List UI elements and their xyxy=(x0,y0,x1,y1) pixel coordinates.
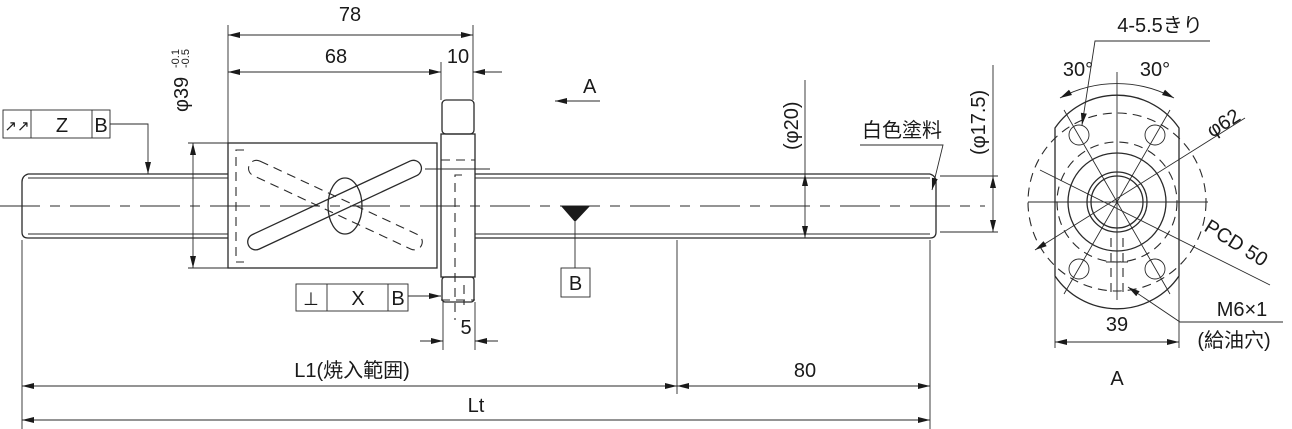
view-label: A xyxy=(1110,368,1124,390)
dim-nut-diameter: φ39 xyxy=(171,77,193,112)
screw-shaft xyxy=(21,173,937,239)
side-view: 78 68 10 φ39 -0.1 -0.5 A ↗↗ Z B xyxy=(0,4,998,429)
dim-shaft-diameter: (φ20) xyxy=(781,101,803,150)
angle-right: 30° xyxy=(1140,59,1170,81)
end-view: 30° 30° 4-5.5きり φ62 PCD 50 M6×1 (給油穴) 39… xyxy=(1027,15,1283,390)
datum-label: B xyxy=(569,273,582,295)
dim-end-diameter: (φ17.5) xyxy=(968,90,990,155)
mounting-holes xyxy=(1068,124,1166,280)
flange-width: 39 xyxy=(1106,314,1128,336)
datum-triangle-icon xyxy=(561,206,590,222)
runout-value: Z xyxy=(56,115,68,137)
perpendicularity-frame: ⊥ X B xyxy=(295,283,441,312)
paint-note: 白色塗料 xyxy=(862,119,942,142)
oil-hole: M6×1 xyxy=(1217,299,1268,321)
perpendicular-symbol-icon: ⊥ xyxy=(303,289,319,309)
view-arrow-label: A xyxy=(583,76,597,98)
dim-68: 68 xyxy=(325,46,347,68)
runout-symbol-icon: ↗↗ xyxy=(4,118,29,135)
runout-tolerance-frame: ↗↗ Z B xyxy=(2,109,151,174)
dim-10: 10 xyxy=(447,46,469,68)
perp-datum: B xyxy=(391,288,404,310)
pcd: PCD 50 xyxy=(1200,216,1271,272)
angle-left: 30° xyxy=(1063,59,1093,81)
runout-datum: B xyxy=(94,115,107,137)
tol-lower: -0.5 xyxy=(180,49,192,68)
ball-nut xyxy=(227,99,490,320)
dim-l1: L1(焼入範囲) xyxy=(294,359,410,382)
oil-hole-note: (給油穴) xyxy=(1197,329,1270,352)
dim-5: 5 xyxy=(460,317,471,339)
dim-80: 80 xyxy=(794,360,816,382)
tol-upper: -0.1 xyxy=(170,49,182,68)
perp-value: X xyxy=(351,288,364,310)
flange-diameter: φ62 xyxy=(1203,105,1245,142)
holes-note: 4-5.5きり xyxy=(1117,15,1203,37)
dim-78: 78 xyxy=(339,4,361,26)
dim-lt: Lt xyxy=(468,395,485,417)
